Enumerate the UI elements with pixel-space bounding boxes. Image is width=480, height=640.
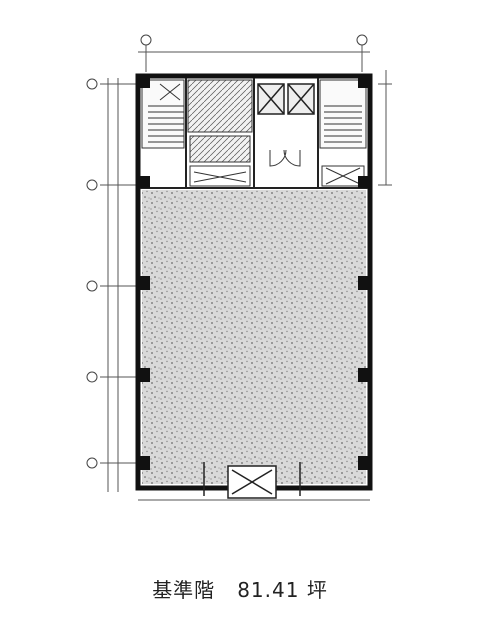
hall-doors — [269, 149, 301, 167]
structural-columns — [138, 76, 370, 470]
floor-caption: 基準階 81.41 坪 — [0, 574, 480, 603]
dimension-lines — [100, 40, 392, 501]
bottom-entrance — [203, 462, 301, 499]
office-floor-area — [142, 190, 366, 484]
right-stair — [319, 79, 367, 187]
floor-label: 基準階 — [152, 578, 216, 602]
area-value: 81.41 — [237, 578, 300, 602]
area-unit: 坪 — [306, 578, 328, 602]
core-area — [140, 78, 368, 189]
elevators — [257, 83, 315, 115]
restrooms — [187, 79, 253, 187]
floor-plan-drawing — [86, 34, 392, 501]
grid-axis-markers — [86, 34, 368, 469]
left-stair — [141, 79, 185, 149]
